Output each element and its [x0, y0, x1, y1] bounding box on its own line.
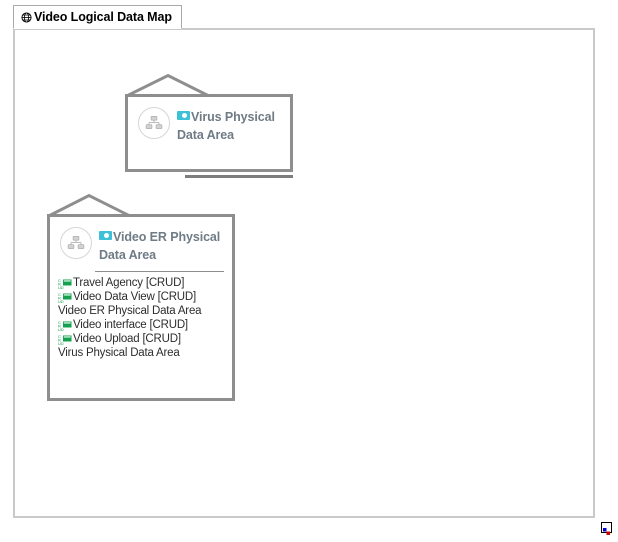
svg-text:R: R: [58, 295, 61, 300]
list-item[interactable]: C R UD Video interface [CRUD]: [58, 318, 226, 332]
node-header: Virus Physical Data Area: [128, 97, 290, 144]
list-item[interactable]: C R UD Video Data View [CRUD]: [58, 290, 226, 304]
list-item-label: Video Upload [CRUD]: [73, 333, 181, 345]
svg-text:UD: UD: [58, 284, 64, 288]
node-title-wrap: Video ER Physical Data Area: [99, 226, 222, 264]
node-title-wrap: Virus Physical Data Area: [177, 106, 280, 144]
list-item-label: Video interface [CRUD]: [73, 319, 188, 331]
diagram-node-virus-physical-data-area[interactable]: Virus Physical Data Area: [125, 72, 293, 194]
data-area-icon: [99, 231, 112, 240]
data-area-icon: [177, 111, 190, 120]
svg-text:C: C: [58, 320, 61, 325]
svg-text:R: R: [58, 323, 61, 328]
list-item[interactable]: C R UD Video Upload [CRUD]: [58, 332, 226, 346]
tab-label: Video Logical Data Map: [34, 10, 172, 24]
list-item-label: Video Data View [CRUD]: [73, 291, 197, 303]
node-header: Video ER Physical Data Area: [50, 217, 232, 264]
node-body: Video ER Physical Data Area C R UD: [47, 214, 235, 401]
resize-grip-icon[interactable]: [601, 522, 612, 535]
svg-text:C: C: [58, 278, 61, 283]
svg-text:UD: UD: [58, 340, 64, 344]
node-member-list: C R UD Travel Agency [CRUD] C R: [50, 272, 232, 366]
tab-strip: Video Logical Data Map: [13, 5, 182, 29]
node-base-bar: [185, 175, 293, 178]
svg-text:C: C: [58, 292, 61, 297]
diagram-node-video-er-physical-data-area[interactable]: Video ER Physical Data Area C R UD: [47, 192, 237, 402]
list-item-label: Travel Agency [CRUD]: [73, 277, 185, 289]
hierarchy-icon: [138, 107, 170, 139]
list-item-label: Video ER Physical Data Area: [58, 305, 202, 317]
diagram-canvas[interactable]: Virus Physical Data Area: [13, 28, 595, 518]
node-body: Virus Physical Data Area: [125, 94, 293, 172]
svg-text:UD: UD: [58, 326, 64, 330]
svg-text:R: R: [58, 281, 61, 286]
node-divider: [95, 271, 224, 272]
hierarchy-icon: [60, 227, 92, 259]
entity-crud-icon: C R UD: [58, 292, 72, 303]
node-title: Virus Physical Data Area: [177, 110, 275, 142]
tab-video-logical-data-map[interactable]: Video Logical Data Map: [13, 5, 182, 29]
svg-text:UD: UD: [58, 298, 64, 302]
entity-crud-icon: C R UD: [58, 320, 72, 331]
entity-crud-icon: C R UD: [58, 334, 72, 345]
entity-crud-icon: C R UD: [58, 278, 72, 289]
list-item[interactable]: Video ER Physical Data Area: [58, 304, 226, 318]
globe-icon: [21, 11, 32, 23]
list-item[interactable]: Virus Physical Data Area: [58, 346, 226, 360]
node-title: Video ER Physical Data Area: [99, 230, 221, 262]
svg-text:R: R: [58, 337, 61, 342]
list-item[interactable]: C R UD Travel Agency [CRUD]: [58, 276, 226, 290]
list-item-label: Virus Physical Data Area: [58, 347, 180, 359]
svg-text:C: C: [58, 334, 61, 339]
